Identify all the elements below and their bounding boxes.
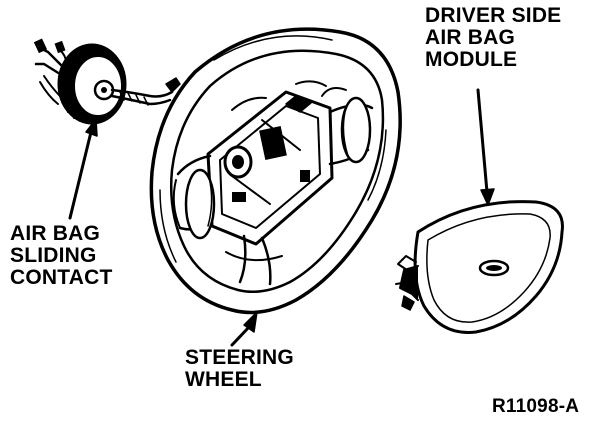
sliding-contact-drawing bbox=[33, 38, 181, 125]
air-bag-module-label-line-1: DRIVER SIDE bbox=[425, 4, 562, 27]
steering-wheel-label-line-1: STEERING bbox=[185, 346, 294, 369]
air-bag-module-arrow bbox=[476, 88, 495, 206]
sliding-contact-label-line-1: AIR BAG bbox=[10, 222, 101, 245]
air-bag-module-drawing bbox=[395, 200, 564, 334]
steering-wheel-drawing bbox=[149, 27, 402, 315]
steering-wheel-label: STEERING WHEEL bbox=[185, 347, 294, 391]
steering-wheel-label-line-2: WHEEL bbox=[185, 368, 262, 391]
sliding-contact-label-line-3: CONTACT bbox=[10, 266, 113, 289]
sliding-contact-label: AIR BAG SLIDING CONTACT bbox=[10, 223, 113, 289]
figure-reference: R11098-A bbox=[492, 396, 580, 417]
air-bag-module-label: DRIVER SIDE AIR BAG MODULE bbox=[425, 5, 561, 71]
air-bag-module-label-line-2: AIR BAG bbox=[425, 26, 516, 49]
steering-wheel-arrow bbox=[230, 311, 258, 347]
air-bag-module-label-line-3: MODULE bbox=[425, 48, 518, 71]
sliding-contact-arrow bbox=[68, 118, 98, 220]
sliding-contact-label-line-2: SLIDING bbox=[10, 244, 97, 267]
